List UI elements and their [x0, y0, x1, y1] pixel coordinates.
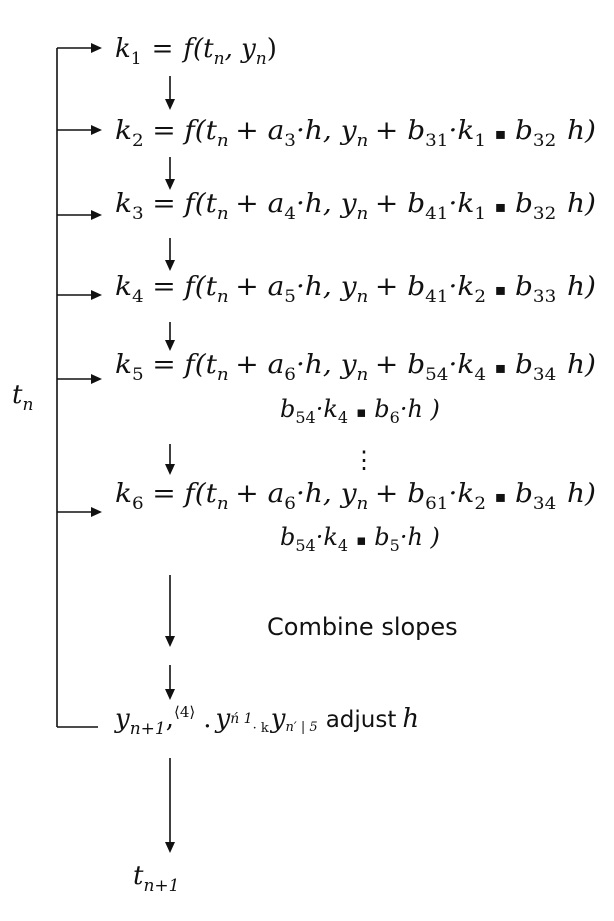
- side-label: tn: [12, 380, 33, 415]
- equation-k5-continuation: b54·k4▪b6·h ): [280, 395, 440, 427]
- down-arrow-8: [165, 758, 175, 853]
- equation-k6-continuation: b54·k4▪b5·h ): [280, 523, 440, 555]
- stage-arrow-1: [57, 43, 102, 53]
- stage-arrow-2: [57, 125, 102, 135]
- combine-slopes-label: Combine slopes: [267, 613, 458, 641]
- stage-arrow-5: [57, 374, 102, 384]
- down-arrow-2: [165, 157, 175, 190]
- stage-arrow-6: [57, 507, 102, 517]
- down-arrow-3: [165, 238, 175, 271]
- side-label-base: t: [12, 380, 23, 410]
- stage-arrow-4: [57, 290, 102, 300]
- side-label-sub: n: [22, 395, 33, 415]
- down-arrow-7: [165, 665, 175, 700]
- bottom-label: tn+1: [133, 861, 179, 896]
- down-arrow-4: [165, 322, 175, 351]
- down-arrow-6: [165, 575, 175, 647]
- stage-arrow-3: [57, 210, 102, 220]
- down-arrow-5: [165, 444, 175, 475]
- vertical-ellipsis: ⋮: [352, 446, 376, 474]
- down-arrow-1: [165, 76, 175, 110]
- equation-k1: k1=f(tn, yn): [115, 34, 277, 69]
